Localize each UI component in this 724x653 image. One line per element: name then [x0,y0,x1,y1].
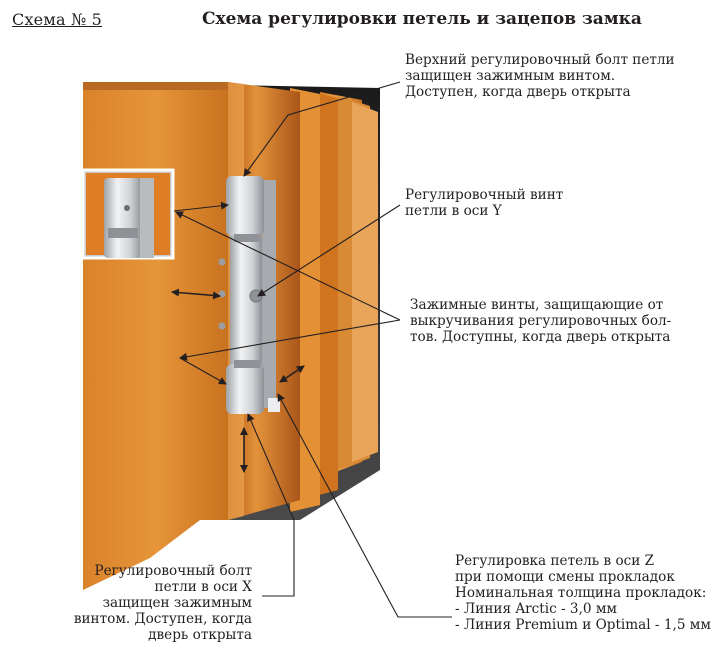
diagram-title: Схема регулировки петель и зацепов замка [202,9,642,29]
x-axis-arrow [171,288,221,300]
door-leaf-face [83,82,228,590]
label-clamping-screws: Зажимные винты, защищающие от выкручиван… [410,297,672,345]
axis-arrows [171,288,305,473]
door-frame [290,88,378,512]
callout-lines [173,81,452,618]
label-z-axis-adjustment: Регулировка петель в оси Z при помощи см… [455,553,711,633]
hinge-detail-inset [81,168,175,260]
label-top-adjusting-bolt: Верхний регулировочный болт петли защище… [405,52,675,100]
scheme-number: Схема № 5 [12,10,103,29]
z-axis-arrow [279,365,305,383]
label-y-axis-screw: Регулировочный винт петли в оси Y [405,187,564,219]
label-x-axis-bolt: Регулировочный болт петли в оси X защище… [73,563,252,643]
